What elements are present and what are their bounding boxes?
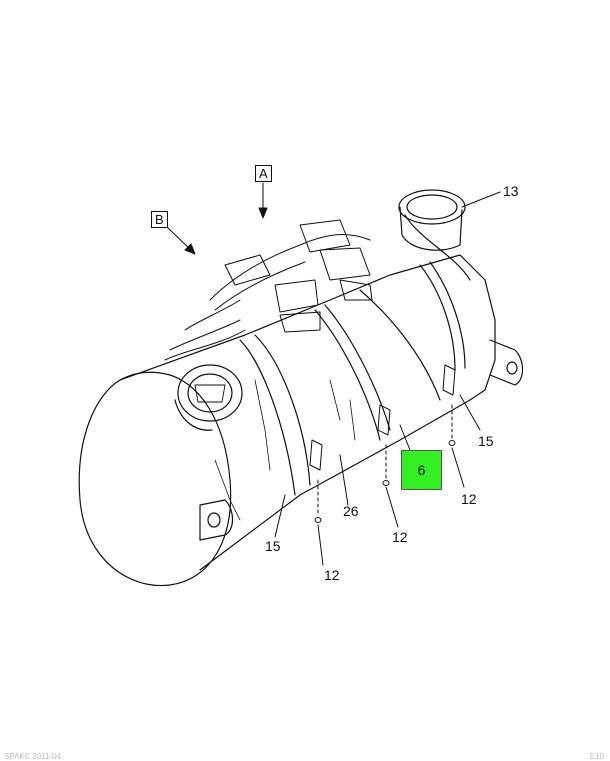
clamp-hardware: [309, 364, 456, 523]
callout-15-right: 15: [478, 433, 494, 449]
inlet-flange: [174, 364, 243, 431]
leader-lines: [167, 182, 501, 566]
view-label-b: B: [151, 211, 168, 228]
canister-body: [78, 214, 524, 587]
callout-15-left: 15: [265, 538, 281, 554]
highlighted-callout-6[interactable]: 6: [401, 450, 442, 490]
callout-13: 13: [503, 183, 519, 199]
sensor-harness: [164, 219, 373, 361]
view-label-a: A: [255, 165, 272, 182]
callout-26: 26: [343, 503, 359, 519]
footer-left: SPAKE 2011-04: [4, 752, 62, 761]
callout-12-c: 12: [324, 567, 340, 583]
callout-12-a: 12: [461, 491, 477, 507]
footer-right: E10: [589, 752, 604, 761]
outlet-pipe: [398, 189, 466, 251]
callout-6-label: 6: [417, 462, 426, 478]
callout-12-b: 12: [392, 529, 408, 545]
